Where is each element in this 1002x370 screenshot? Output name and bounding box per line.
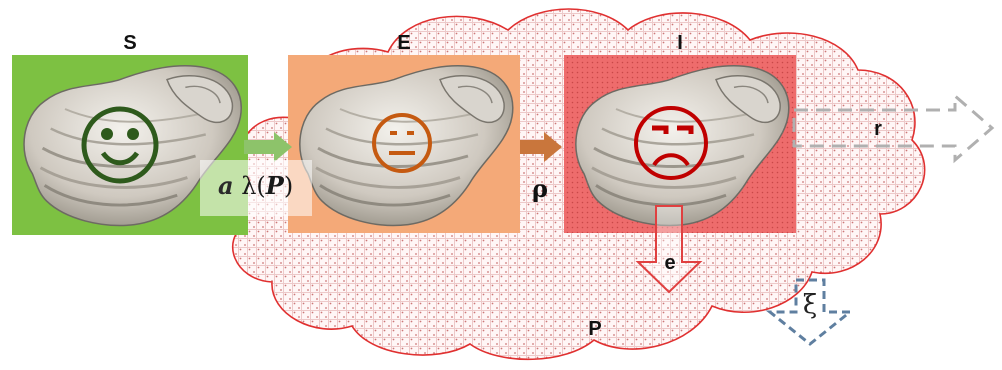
infection-close: ) bbox=[284, 172, 293, 200]
recovery-rate-label: r bbox=[868, 118, 888, 141]
label-s: S bbox=[118, 32, 142, 55]
infection-rate-label: a λ(P) bbox=[218, 171, 293, 200]
label-p: P bbox=[583, 318, 607, 341]
decay-rate-label: ξ bbox=[800, 290, 820, 320]
label-i: I bbox=[668, 32, 692, 55]
excretion-rate-label: e bbox=[660, 252, 680, 275]
infection-func: λ( bbox=[241, 172, 266, 200]
infection-arg: P bbox=[266, 171, 284, 200]
infection-coef: a bbox=[218, 171, 234, 200]
compartment-e bbox=[288, 55, 520, 233]
label-e: E bbox=[392, 32, 416, 55]
progression-rate-label: ρ bbox=[528, 174, 552, 203]
